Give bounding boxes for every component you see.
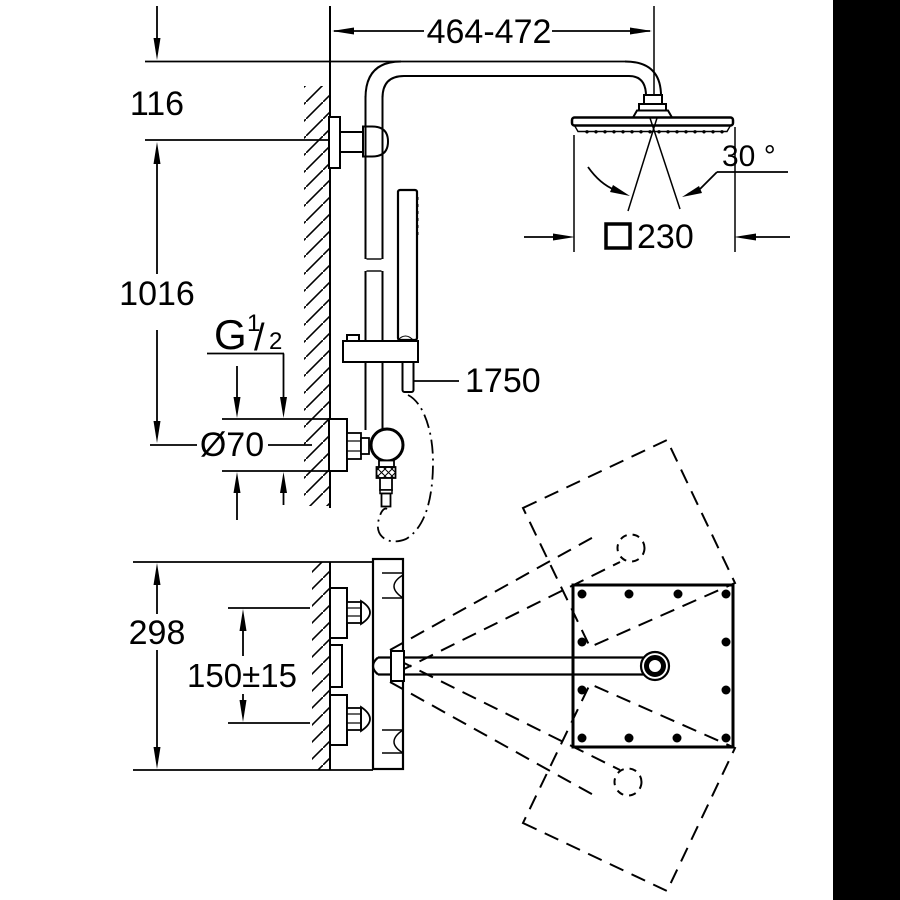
- label-supply-spacing: 150±15: [187, 657, 297, 694]
- rotated-plate-positions: [389, 438, 737, 893]
- label-head-size: 230: [637, 218, 694, 256]
- label-escutcheon-diameter: Ø70: [200, 426, 264, 464]
- shower-hose: [377, 394, 434, 543]
- arm-end-rotated-down: [613, 767, 643, 797]
- arrowhead-left: [734, 233, 756, 241]
- dimension-riser-height: 1016: [119, 162, 195, 443]
- label-thread-g: G: [214, 311, 247, 358]
- thermostat-valve-front: [328, 418, 405, 508]
- arrowhead-down: [153, 421, 161, 443]
- arrowhead-spray-right: [682, 186, 702, 197]
- label-top-width: 464-472: [427, 13, 552, 51]
- nozzle-row: [585, 130, 724, 134]
- hex-union: [346, 432, 362, 460]
- arm-end-rotated-up: [616, 533, 646, 563]
- dimension-supply-spacing: 150±15: [187, 607, 310, 724]
- head-shower: [570, 94, 735, 134]
- label-thread-slash: /: [254, 317, 265, 359]
- cradle-detail: [395, 335, 416, 342]
- slider-holder: [342, 334, 419, 363]
- callout-hose-length: 1750: [413, 362, 541, 400]
- dimension-top-width: 464-472: [332, 13, 652, 51]
- diverter-knurl: [375, 466, 397, 479]
- riser-and-shower-arm: [364, 60, 662, 430]
- front-view: 464-472 116 1016: [119, 6, 790, 543]
- escutcheon-plate: [328, 418, 348, 472]
- wall-section-front: [304, 6, 331, 508]
- label-riser-height: 1016: [119, 275, 195, 313]
- arrowhead-spray-left: [610, 185, 630, 196]
- label-plan-depth: 298: [129, 614, 186, 652]
- arrowhead-right: [553, 233, 575, 241]
- label-hose-length: 1750: [465, 362, 541, 400]
- dimension-wall-offset: 116: [130, 6, 184, 164]
- hose-outlet: [380, 492, 392, 508]
- label-wall-offset: 116: [130, 85, 184, 123]
- arrowhead-down: [153, 38, 161, 60]
- dimension-head-size: 230: [524, 127, 790, 256]
- valve-body: [369, 427, 405, 463]
- dimension-plan-depth: 298: [129, 563, 186, 769]
- reference-lines-front: [145, 6, 655, 446]
- plan-view: 298 150±15: [129, 438, 737, 893]
- side-band: [833, 0, 900, 900]
- spray-angle-indicator: 30 °: [587, 117, 788, 212]
- wall-section-plan: [312, 562, 331, 770]
- screw-holes: [577, 589, 731, 743]
- support-arm: [371, 650, 671, 682]
- square-section-symbol: [604, 222, 632, 250]
- arrowhead-up: [153, 142, 161, 164]
- label-spray-angle: 30 °: [722, 140, 776, 173]
- wall-bracket: [328, 116, 390, 169]
- arrowhead-left: [332, 27, 354, 35]
- callout-thread-size: G 1 / 2: [207, 310, 329, 520]
- arrowhead-right: [630, 27, 652, 35]
- label-thread-denominator: 2: [269, 328, 282, 355]
- label-thread-numerator: 1: [247, 310, 260, 337]
